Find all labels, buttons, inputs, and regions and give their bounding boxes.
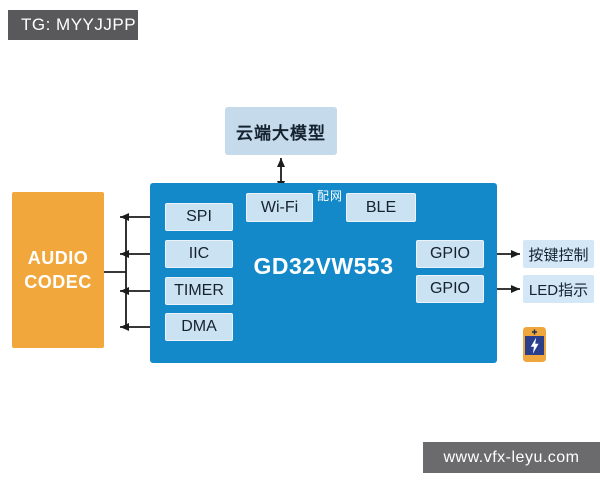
- key-control-box: 按键控制: [523, 240, 594, 268]
- led-indicator-box: LED指示: [523, 275, 594, 303]
- gpio-led-box: GPIO: [416, 275, 484, 303]
- ble-module-box: BLE: [346, 193, 416, 222]
- mcu-gd32vw553-box: Wi-Fi BLE 配网 GD32VW553 SPI IIC TIMER DMA…: [150, 183, 497, 363]
- audio-codec-line1: AUDIO: [27, 247, 89, 268]
- lightning-bolt-icon: [530, 337, 539, 354]
- spi-box: SPI: [165, 203, 233, 231]
- gpio-key-box: GPIO: [416, 240, 484, 268]
- wifi-module-box: Wi-Fi: [246, 193, 313, 222]
- battery-charging-icon: [523, 327, 546, 362]
- audio-codec-line2: CODEC: [24, 272, 92, 292]
- watermark-bar: www.vfx-leyu.com: [423, 442, 600, 473]
- dma-box: DMA: [165, 313, 233, 341]
- pairing-label: 配网: [316, 189, 343, 203]
- timer-box: TIMER: [165, 277, 233, 305]
- audio-codec-box: AUDIO CODEC: [12, 192, 104, 348]
- iic-box: IIC: [165, 240, 233, 268]
- tg-badge: TG: MYYJJPP: [8, 10, 138, 40]
- chip-name-label: GD32VW553: [253, 253, 394, 279]
- cloud-llm-box: 云端大模型: [225, 107, 337, 155]
- battery-plus-terminal: [532, 329, 537, 335]
